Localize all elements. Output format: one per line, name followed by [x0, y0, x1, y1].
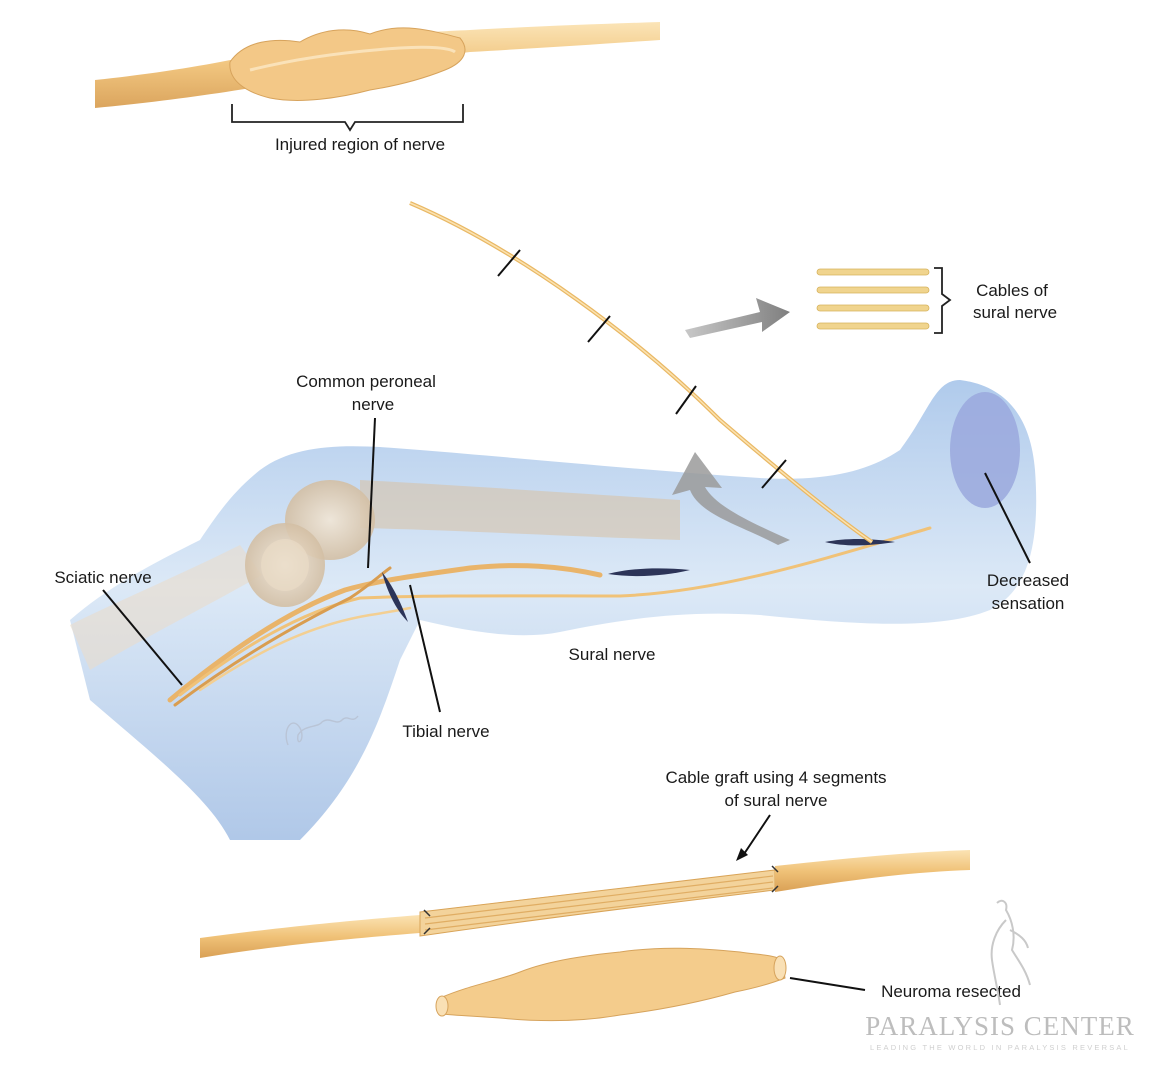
cable-graft-label-line1: Cable graft using 4 segments: [665, 768, 886, 787]
cables-label-line1: Cables of: [976, 281, 1048, 300]
sural-label: Sural nerve: [569, 645, 656, 664]
watermark-title: PARALYSIS CENTER: [865, 1011, 1135, 1041]
cut-mark: [761, 459, 787, 489]
cable-graft-leader: [741, 814, 771, 858]
cables-label-line2: sural nerve: [973, 303, 1057, 322]
incision-upper: [825, 539, 895, 546]
cable-segment: [816, 268, 930, 276]
injured-region-bracket: [231, 104, 464, 132]
cut-mark: [497, 249, 521, 277]
cable-segment: [816, 322, 930, 330]
sciatic-label: Sciatic nerve: [54, 568, 151, 587]
decreased-sensation-leader: [984, 472, 1031, 564]
cables-bracket: [934, 267, 952, 334]
incision-middle: [608, 568, 690, 577]
incision-knee: [382, 572, 408, 622]
cut-mark: [587, 315, 611, 343]
cable-graft-leader-arrowhead: [736, 848, 748, 861]
sural-nerve-cables: [816, 268, 930, 330]
cable-segment: [816, 286, 930, 294]
watermark-tagline: LEADING THE WORLD IN PARALYSIS REVERSAL: [870, 1043, 1130, 1052]
leg-illustration: [70, 380, 1037, 840]
common-peroneal-label-line1: Common peroneal: [296, 372, 436, 391]
common-peroneal-label-line2: nerve: [352, 395, 395, 414]
tibial-label: Tibial nerve: [402, 722, 489, 741]
injured-region-label: Injured region of nerve: [275, 135, 445, 154]
cable-graft-illustration: [200, 850, 970, 958]
sciatic-leader: [102, 589, 183, 686]
decreased-label-line2: sensation: [992, 594, 1065, 613]
harvest-arrow: [672, 452, 790, 545]
injured-nerve-illustration: [95, 22, 660, 108]
neuroma-label: Neuroma resected: [881, 982, 1021, 1001]
decreased-sensation-area: [950, 392, 1020, 508]
cable-graft-label-line2: of sural nerve: [725, 791, 828, 810]
cut-marks: [497, 249, 787, 489]
artist-signature: [285, 715, 359, 746]
resected-neuroma: [435, 947, 787, 1022]
decreased-label-line1: Decreased: [987, 571, 1069, 590]
common-peroneal-leader: [367, 417, 376, 569]
watermark-logo: PARALYSIS CENTER LEADING THE WORLD IN PA…: [865, 899, 1135, 1052]
cables-arrow: [685, 298, 790, 338]
graft-sutures: [423, 865, 779, 935]
cable-segment: [816, 304, 930, 312]
tibial-leader: [409, 584, 441, 713]
cut-mark: [675, 385, 697, 415]
walking-figure-icon: [990, 899, 1031, 1006]
neuroma-leader: [789, 977, 866, 991]
